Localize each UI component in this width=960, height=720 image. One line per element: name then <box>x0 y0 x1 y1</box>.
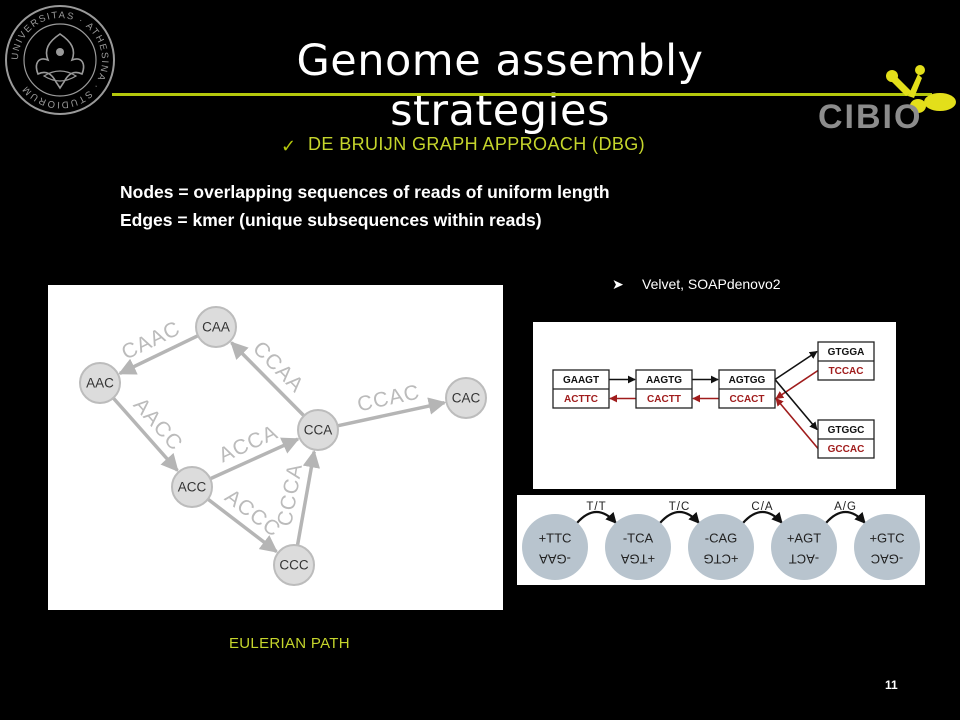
strand-node <box>605 514 671 580</box>
node-label: CCA <box>304 423 333 438</box>
graph-node <box>171 466 213 508</box>
forward-kmer: GTGGA <box>828 347 865 358</box>
arrow-bullet-icon: ➤ <box>612 276 624 292</box>
seal-text: UNIVERSITAS · ATHESINA · STUDIORUM <box>10 10 110 110</box>
forward-kmer: GAAGT <box>563 375 599 386</box>
reverse-kmer: GCCAC <box>828 444 865 455</box>
edges-definition: Edges = kmer (unique subsequences within… <box>120 210 542 230</box>
tools-bullet-text: Velvet, SOAPdenovo2 <box>642 276 781 292</box>
strand-edge-label: A/G <box>834 501 857 513</box>
graph-node <box>297 409 339 451</box>
graph-edge <box>230 341 306 418</box>
section-heading: DE BRUIJN GRAPH APPROACH (DBG) <box>308 134 646 154</box>
node-label: ACC <box>178 480 207 495</box>
forward-edge <box>774 350 818 381</box>
cibio-logo: CIBIO <box>818 65 956 136</box>
node-label: CAA <box>202 320 230 335</box>
nodes-definition: Nodes = overlapping sequences of reads o… <box>120 182 610 202</box>
strand-node <box>688 514 754 580</box>
page-number: 11 <box>885 678 898 692</box>
graph-edge <box>209 437 300 481</box>
node-label: AAC <box>86 376 114 391</box>
graph-nodes: CAA AAC CCA CAC ACC CCC <box>79 306 487 586</box>
strand-top-kmer: -TCA <box>623 530 654 545</box>
graph-edge <box>118 334 199 376</box>
dbg-edges <box>609 350 819 450</box>
strand-edge-label: T/C <box>669 501 691 513</box>
strand-edge <box>825 510 866 524</box>
graph-node <box>273 544 315 586</box>
reverse-kmer: CCACT <box>730 394 765 405</box>
strand-bottom-kmer: +CTG <box>703 552 738 567</box>
strand-top-kmer: +TTC <box>539 530 572 545</box>
node-label: CCC <box>279 558 308 573</box>
strand-edge <box>659 510 700 524</box>
strand-node <box>522 514 588 580</box>
graph-node <box>79 362 121 404</box>
strand-edges: T/T T/C C/A A/G <box>576 501 866 524</box>
strand-edge <box>576 510 617 524</box>
title-underline <box>112 93 932 96</box>
strand-bottom-kmer: -ACT <box>789 552 819 567</box>
forward-kmer: GTGGC <box>828 425 865 436</box>
forward-kmer: AAGTG <box>646 375 682 386</box>
strand-edge-label: T/T <box>586 501 606 513</box>
university-seal-logo: UNIVERSITAS · ATHESINA · STUDIORUM <box>5 5 115 115</box>
diagram-caption: EULERIAN PATH <box>229 635 350 652</box>
graph-edge <box>111 396 179 472</box>
strand-nodes: +TTC -GAA -TCA +TGA -CAG +CTG +AGT -ACT +GTC -GAC <box>522 514 920 580</box>
node-label: CAC <box>452 391 481 406</box>
graph-node <box>445 377 487 419</box>
checkmark-icon: ✓ <box>281 136 297 156</box>
strand-bottom-kmer: -GAA <box>539 552 571 567</box>
cibio-logo-text: CIBIO <box>818 98 922 136</box>
graph-edge <box>337 397 447 428</box>
strand-top-kmer: -CAG <box>705 530 738 545</box>
strand-node <box>771 514 837 580</box>
forward-kmer: AGTGG <box>729 375 766 386</box>
graph-edge <box>295 449 321 546</box>
dbg-nodes: GAAGT ACTTC AAGTG CACTT AGTGG CCACT GTGGA TCCAC… <box>552 341 875 459</box>
reverse-kmer: TCCAC <box>829 366 864 377</box>
reverse-kmer: ACTTC <box>564 394 598 405</box>
graph-edge <box>206 497 278 554</box>
strand-bottom-kmer: -GAC <box>871 552 904 567</box>
slide-title: Genome assembly strategies <box>296 36 704 136</box>
strand-top-kmer: +AGT <box>787 530 821 545</box>
bidirected-graph-diagram: T/T T/C C/A A/G +TTC -GAA -TCA +TGA -CAG +CTG +AG… <box>517 495 925 585</box>
strand-node <box>854 514 920 580</box>
graph-node <box>195 306 237 348</box>
de-bruijn-strand-diagram: GAAGT ACTTC AAGTG CACTT AGTGG CCACT GTGGA TCCAC… <box>533 322 896 489</box>
strand-edge-label: C/A <box>751 501 773 513</box>
strand-edge <box>742 510 783 524</box>
reverse-edge <box>775 369 819 400</box>
forward-edge <box>774 378 818 431</box>
reverse-edge <box>775 397 819 450</box>
reverse-kmer: CACTT <box>647 394 681 405</box>
strand-top-kmer: +GTC <box>869 530 904 545</box>
strand-bottom-kmer: +TGA <box>621 552 656 567</box>
